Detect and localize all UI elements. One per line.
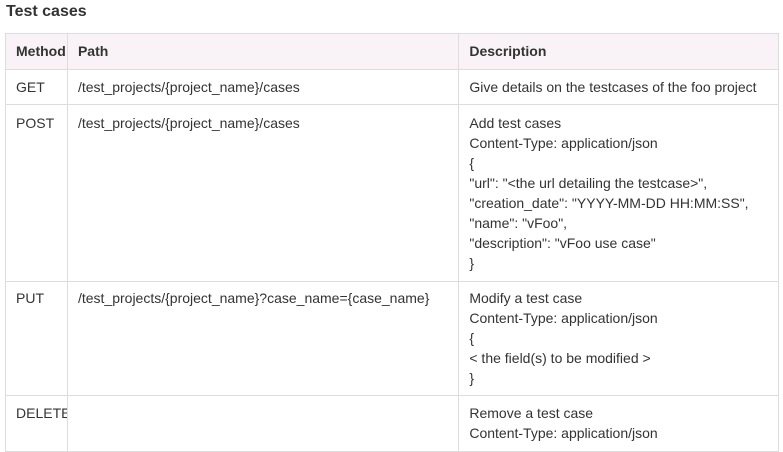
description-line: "description": "vFoo use case" — [469, 235, 656, 251]
description-line: < the field(s) to be modified > — [469, 350, 651, 366]
description-line: { — [469, 155, 475, 171]
description-line: "name": "vFoo", — [469, 215, 568, 231]
description-line: Content-Type: application/json — [469, 135, 658, 151]
description-line: "url": "<the url detailing the testcase>… — [469, 175, 708, 191]
description-line: { — [469, 330, 475, 346]
path-cell — [66, 395, 460, 452]
table-row: GET /test_projects/{project_name}/cases … — [5, 69, 779, 105]
description-line: Content-Type: application/json — [469, 310, 658, 326]
header-path: Path — [66, 33, 460, 70]
description-line: Give details on the testcases of the foo… — [469, 79, 757, 95]
description-line: "creation_date": "YYYY-MM-DD HH:MM:SS", — [469, 195, 749, 211]
path-cell: /test_projects/{project_name}/cases — [66, 69, 460, 105]
table-header-row: Method Path Description — [5, 33, 779, 70]
table-row: PUT /test_projects/{project_name}?case_n… — [5, 281, 779, 396]
table-row: POST /test_projects/{project_name}/cases… — [5, 104, 779, 282]
method-cell: POST — [5, 104, 68, 282]
header-description: Description — [458, 33, 779, 70]
method-cell: GET — [5, 69, 68, 105]
section-title: Test cases — [6, 3, 87, 20]
description-cell: Remove a test case Content-Type: applica… — [458, 395, 779, 452]
path-cell: /test_projects/{project_name}?case_name=… — [66, 281, 460, 396]
method-cell: PUT — [5, 281, 68, 396]
description-line: Modify a test case — [469, 290, 583, 306]
description-cell: Give details on the testcases of the foo… — [458, 69, 779, 105]
description-line: } — [469, 255, 475, 271]
description-line: } — [469, 370, 475, 386]
description-line: Remove a test case — [469, 405, 594, 421]
description-line: Content-Type: application/json — [469, 425, 658, 441]
description-cell: Add test cases Content-Type: application… — [458, 104, 779, 282]
description-cell: Modify a test case Content-Type: applica… — [458, 281, 779, 396]
method-cell: DELETE — [5, 395, 68, 452]
table-row: DELETE Remove a test case Content-Type: … — [5, 395, 779, 452]
description-line: Add test cases — [469, 115, 562, 131]
api-endpoints-table: Method Path Description GET /test_projec… — [5, 33, 779, 452]
path-cell: /test_projects/{project_name}/cases — [66, 104, 460, 282]
header-method: Method — [5, 33, 68, 70]
